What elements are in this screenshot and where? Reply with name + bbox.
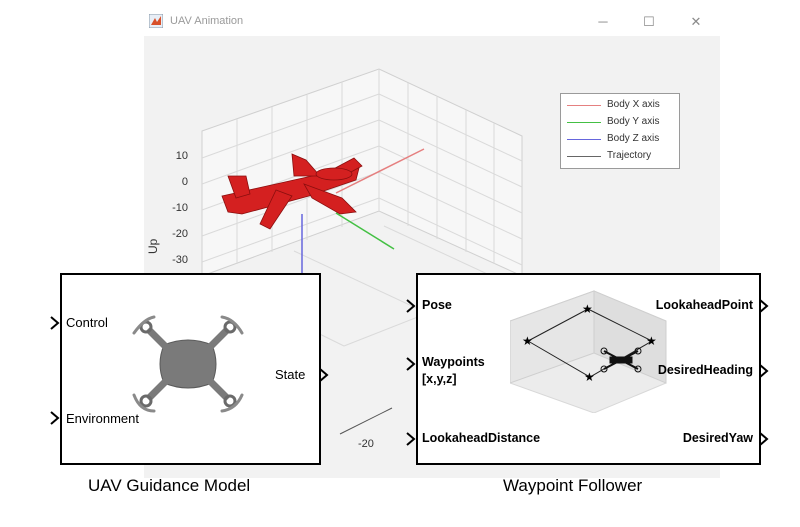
svg-text:★: ★ — [646, 334, 657, 348]
output-port-arrow[interactable] — [759, 432, 769, 446]
svg-text:★: ★ — [522, 334, 533, 348]
title-bar[interactable]: UAV Animation ─ ☐ ✕ — [144, 8, 720, 36]
matlab-icon — [149, 14, 163, 28]
port-label-desired-yaw: DesiredYaw — [682, 431, 753, 445]
legend-item: Body Y axis — [567, 115, 679, 131]
input-port-arrow[interactable] — [406, 432, 416, 446]
minimize-button[interactable]: ─ — [598, 14, 608, 29]
legend-label: Body X axis — [607, 99, 660, 110]
close-button[interactable]: ✕ — [690, 14, 702, 29]
port-label-lookahead-distance: LookaheadDistance — [422, 431, 541, 445]
z-axis-label: Up — [146, 238, 160, 254]
body-y-axis-line — [335, 212, 395, 250]
input-port-arrow[interactable] — [50, 411, 60, 425]
input-port-arrow[interactable] — [406, 357, 416, 371]
port-label-control: Control — [66, 315, 108, 330]
maximize-button[interactable]: ☐ — [643, 14, 655, 29]
uav-guidance-model-block[interactable]: Control Environment State — [50, 273, 329, 465]
port-label-pose: Pose — [422, 298, 452, 312]
legend-item: Body X axis — [567, 98, 679, 114]
z-tick-label: 10 — [175, 150, 188, 162]
legend[interactable]: Body X axis Body Y axis Body Z axis Traj… — [560, 93, 680, 169]
output-port-arrow[interactable] — [319, 368, 329, 382]
port-label-waypoints-units: [x,y,z] — [422, 372, 457, 386]
guidance-block-caption: UAV Guidance Model — [88, 476, 251, 495]
body-x-axis-line — [335, 148, 425, 194]
x-tick-label: -20 — [358, 438, 374, 450]
z-tick-label: -30 — [172, 254, 188, 266]
waypoint-follower-block[interactable]: Pose Waypoints [x,y,z] LookaheadDistance… — [406, 273, 769, 465]
svg-text:★: ★ — [584, 370, 595, 384]
legend-label: Body Y axis — [607, 116, 660, 127]
window-title: UAV Animation — [170, 15, 244, 27]
z-tick-label: -10 — [172, 202, 188, 214]
legend-swatch — [567, 156, 601, 157]
port-label-environment: Environment — [66, 411, 139, 426]
legend-swatch — [567, 122, 601, 123]
svg-text:★: ★ — [582, 302, 593, 316]
z-tick-label: -20 — [172, 228, 188, 240]
legend-label: Trajectory — [607, 150, 652, 161]
waypoint-block-caption: Waypoint Follower — [503, 476, 643, 495]
aircraft-model — [221, 153, 363, 230]
port-label-desired-heading: DesiredHeading — [657, 363, 753, 377]
legend-item: Trajectory — [567, 149, 679, 165]
port-label-state: State — [275, 367, 306, 382]
legend-label: Body Z axis — [607, 133, 660, 144]
port-label-lookahead-point: LookaheadPoint — [655, 298, 753, 312]
z-tick-label: 0 — [181, 176, 188, 188]
legend-swatch — [567, 139, 601, 140]
waypoint-cube-icon: ★ ★ ★ ★ — [510, 290, 667, 413]
quadcopter-icon — [132, 315, 244, 413]
legend-swatch — [567, 105, 601, 106]
port-label-waypoints: Waypoints — [422, 355, 485, 369]
input-port-arrow[interactable] — [50, 316, 60, 330]
output-port-arrow[interactable] — [759, 364, 769, 378]
input-port-arrow[interactable] — [406, 299, 416, 313]
legend-item: Body Z axis — [567, 132, 679, 148]
output-port-arrow[interactable] — [759, 299, 769, 313]
